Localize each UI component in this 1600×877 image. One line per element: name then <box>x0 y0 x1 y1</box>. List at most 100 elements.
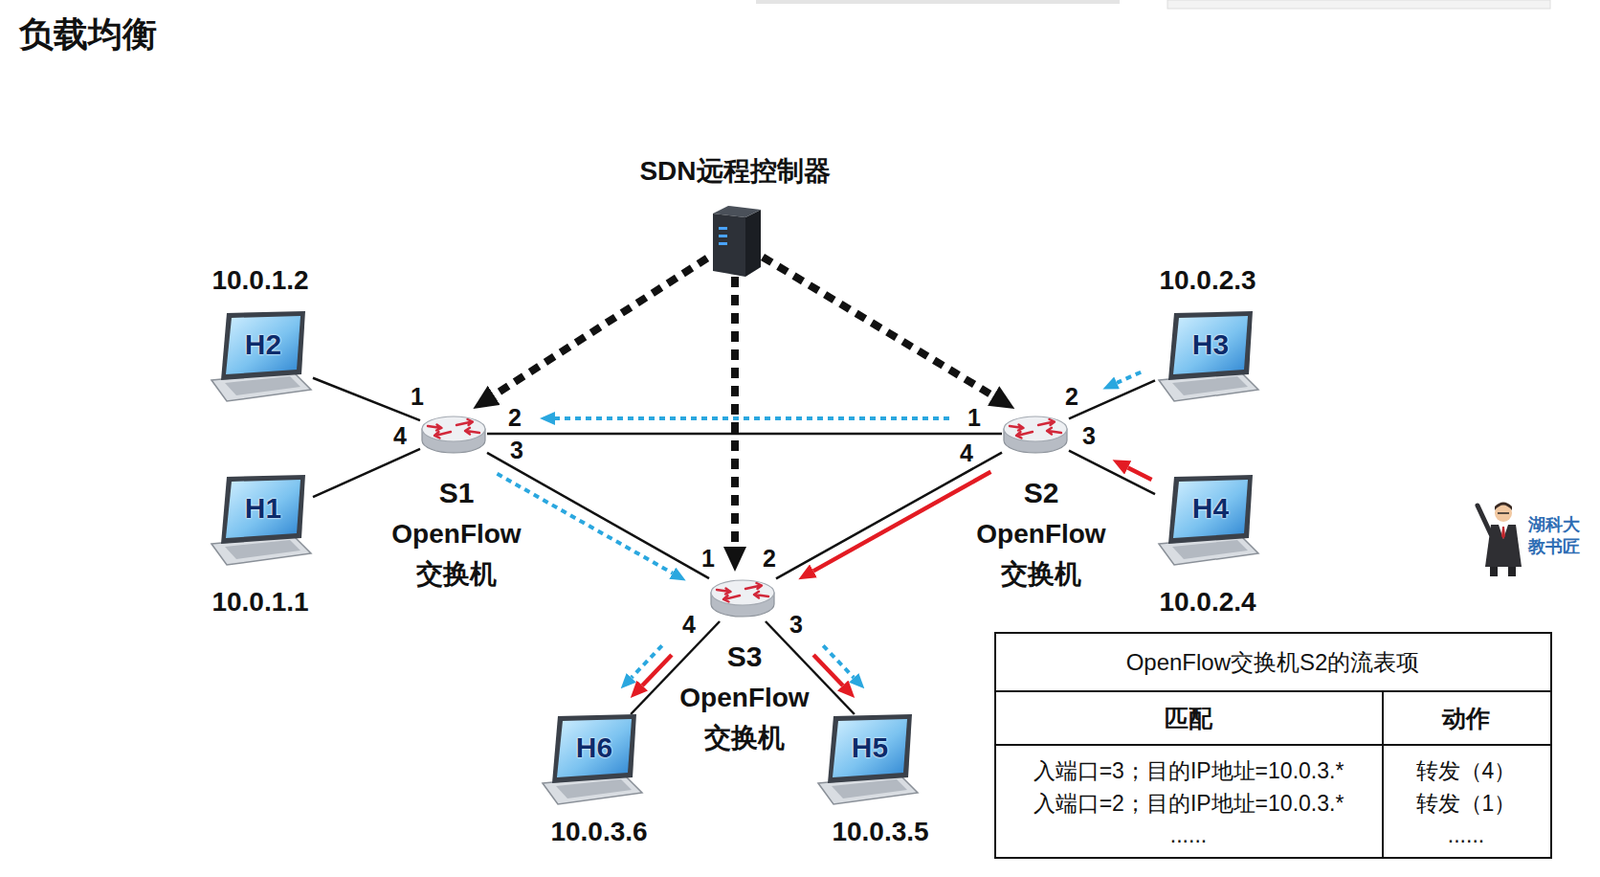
ip-address: 10.0.1.1 <box>211 587 309 618</box>
host-laptop: H210.0.1.2 <box>207 311 313 403</box>
openflow-switch: S1OpenFlow 交换机 <box>420 409 488 458</box>
laptop-screen <box>225 479 301 538</box>
port-number: 1 <box>967 405 981 430</box>
network-link <box>312 448 421 497</box>
server-led <box>718 226 728 230</box>
laptop-keyboard <box>831 778 908 799</box>
laptop-screen <box>832 718 908 778</box>
table-frame <box>995 632 1552 858</box>
table-cell: 入端口=2；目的IP地址=10.0.3.* <box>1033 792 1345 815</box>
laptop-keyboard <box>1172 539 1248 559</box>
figure-tie <box>1501 526 1506 539</box>
switch-icon <box>1001 409 1069 458</box>
switch-type: OpenFlow 交换机 <box>667 677 822 758</box>
host-laptop: H610.0.3.6 <box>538 713 645 806</box>
host-name: H2 <box>226 316 300 373</box>
openflow-switch: S2OpenFlow 交换机 <box>1001 409 1069 458</box>
control-channel <box>493 258 708 396</box>
figure-arm <box>1477 505 1491 534</box>
switch-icon <box>420 409 488 458</box>
laptop-bezel <box>827 713 912 783</box>
figure-glasses <box>1497 511 1510 514</box>
port-number: 4 <box>393 423 407 448</box>
flow-arrow-blue <box>497 473 673 574</box>
port-number: 4 <box>959 441 974 466</box>
laptop-bezel <box>552 713 637 783</box>
laptop-bezel <box>1168 474 1253 544</box>
laptop-keyboard <box>555 778 632 799</box>
port-number: 2 <box>1065 384 1079 409</box>
control-channel <box>731 276 739 547</box>
table-rule <box>1381 690 1384 858</box>
host-laptop: H310.0.2.3 <box>1155 311 1261 403</box>
network-link <box>487 432 1002 436</box>
switch-type: OpenFlow 交换机 <box>379 513 534 595</box>
host-name: H4 <box>1174 480 1247 536</box>
laptop-bezel <box>221 311 306 380</box>
host-laptop: H110.0.1.1 <box>207 474 313 567</box>
laptop-screen <box>225 315 301 375</box>
network-link <box>312 377 421 421</box>
switch-type: OpenFlow 交换机 <box>964 513 1118 595</box>
sdn-controller: SDN远程控制器 <box>707 203 763 277</box>
figure-leg <box>1508 566 1516 577</box>
host-name: H3 <box>1174 316 1247 373</box>
port-number: 2 <box>762 546 777 571</box>
server-side <box>745 209 761 277</box>
flow-arrow-blue <box>1116 372 1141 383</box>
figure-leg <box>1489 566 1498 577</box>
laptop-keyboard <box>224 539 301 559</box>
port-number: 1 <box>410 384 424 409</box>
network-link <box>487 452 710 578</box>
switch-icon <box>709 573 777 622</box>
switch-top <box>711 579 775 605</box>
openflow-switch: S3OpenFlow 交换机 <box>709 573 777 622</box>
switch-top <box>422 416 486 442</box>
switch-name: S1 <box>439 472 475 513</box>
laptop-screen <box>1173 479 1248 538</box>
network-link <box>776 452 1002 579</box>
table-cell: ...... <box>1447 823 1485 846</box>
table-rule <box>995 743 1552 746</box>
table-cell: 转发（4） <box>1416 759 1517 782</box>
flow-arrow-red <box>813 654 844 686</box>
table-title: OpenFlow交换机S2的流表项 <box>1126 650 1421 674</box>
laptop-bezel <box>221 474 306 544</box>
table-cell: ...... <box>1170 823 1207 846</box>
figure-shirt <box>1498 524 1509 539</box>
switch-name: S3 <box>727 636 763 677</box>
host-name: H6 <box>557 719 631 776</box>
server-icon <box>707 203 763 277</box>
watermark: 湖科大 教书匠 <box>1525 513 1583 559</box>
table-rule <box>995 689 1552 692</box>
server-led <box>718 242 728 245</box>
table-header: 匹配 <box>1164 706 1213 731</box>
port-number: 2 <box>508 405 522 430</box>
host-laptop: H410.0.2.4 <box>1155 474 1261 567</box>
switch-arrows <box>1009 419 1062 439</box>
switch-arrows <box>427 419 480 439</box>
port-number: 3 <box>1082 423 1096 448</box>
control-channel <box>762 256 994 396</box>
ip-address: 10.0.1.2 <box>211 266 309 296</box>
controller-name: SDN远程控制器 <box>639 150 830 193</box>
switch-name: S2 <box>1023 472 1060 513</box>
figure-suit <box>1485 524 1522 567</box>
ip-address: 10.0.3.5 <box>831 817 929 847</box>
host-laptop: H510.0.3.5 <box>814 713 920 806</box>
table-cell: 入端口=3；目的IP地址=10.0.3.* <box>1033 759 1345 782</box>
table-cell: 转发（1） <box>1416 792 1517 815</box>
switch-arrows <box>716 582 769 602</box>
ip-address: 10.0.3.6 <box>550 817 647 847</box>
figure-hair <box>1494 502 1512 512</box>
server-front <box>712 213 746 277</box>
laptop-screen <box>1173 315 1248 375</box>
host-name: H1 <box>226 480 300 536</box>
flow-arrow-red <box>1128 466 1153 480</box>
flow-arrow-red <box>813 471 991 572</box>
laptop-keyboard <box>224 376 301 396</box>
network-link <box>1068 450 1156 494</box>
